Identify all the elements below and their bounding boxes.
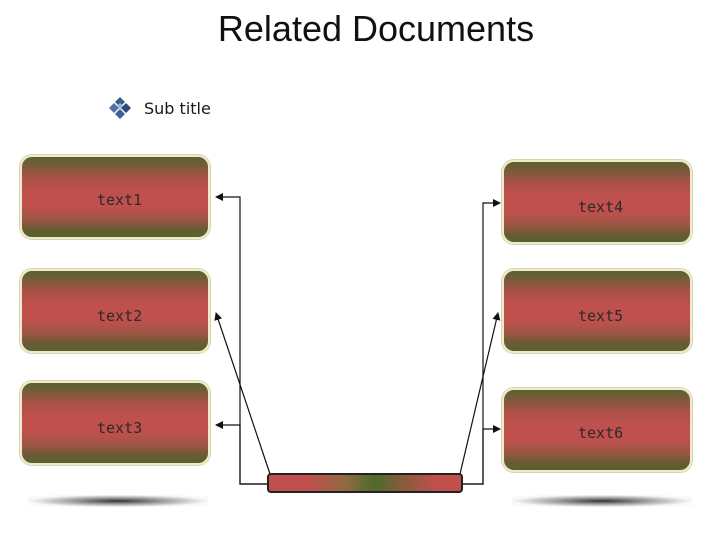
box-text3: text3 bbox=[20, 381, 210, 465]
box-label: text5 bbox=[578, 307, 624, 325]
connector-hub-to-text4 bbox=[463, 199, 501, 485]
slide-title: Related Documents bbox=[217, 8, 535, 49]
diamond-cluster-icon bbox=[109, 97, 131, 119]
box-label: text6 bbox=[578, 424, 624, 442]
connector-hub-to-text5 bbox=[459, 312, 501, 475]
central-hub-bar bbox=[267, 473, 463, 493]
left-column-shadow bbox=[28, 495, 208, 507]
connector-hub-to-text3 bbox=[215, 421, 267, 485]
box-text4: text4 bbox=[502, 160, 692, 244]
subtitle-row: Sub title bbox=[108, 96, 211, 120]
slide-subtitle: Sub title bbox=[144, 98, 211, 118]
box-label: text1 bbox=[97, 191, 143, 209]
box-label: text2 bbox=[97, 307, 143, 325]
box-text5: text5 bbox=[502, 269, 692, 353]
right-column-shadow bbox=[512, 495, 692, 507]
connector-hub-to-text2 bbox=[214, 312, 271, 475]
box-text1: text1 bbox=[20, 155, 210, 239]
box-text2: text2 bbox=[20, 269, 210, 353]
box-label: text4 bbox=[578, 198, 624, 216]
connector-hub-to-text6 bbox=[463, 425, 501, 485]
box-text6: text6 bbox=[502, 388, 692, 472]
box-label: text3 bbox=[97, 419, 143, 437]
